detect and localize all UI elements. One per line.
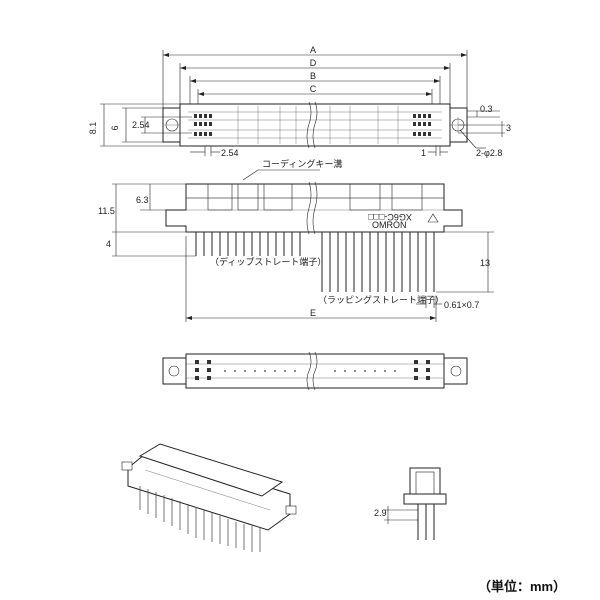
dim-11-5-label: 11.5 [98, 206, 115, 216]
front-view-body [165, 183, 463, 233]
dim-e-label: E [310, 308, 316, 318]
dim-6-label: 6 [110, 125, 120, 130]
dim-4-label: 4 [106, 239, 111, 249]
dim-2-54-a-label: 2.54 [132, 120, 150, 130]
coding-groove-label: コーディングキー溝 [262, 158, 342, 169]
dim-0-3-label: 0.3 [480, 104, 493, 114]
isometric-view [121, 443, 297, 552]
dip-terminal-label: （ディップストレート端子） [210, 256, 326, 267]
dim-0-61-label: 0.61×0.7 [444, 300, 479, 310]
top-view-body [179, 103, 451, 147]
dim-3-label: 3 [506, 123, 511, 133]
dim-8-1-label: 8.1 [88, 122, 98, 135]
dim-a-label: A [310, 45, 316, 55]
dim-13-label: 13 [480, 258, 490, 268]
dim-6-3-label: 6.3 [136, 195, 149, 205]
wrap-terminal-label: （ラッピングストレート端子） [318, 294, 444, 305]
model-marking: XG6C-□□□ [367, 212, 411, 222]
side-view: 2.9 [374, 467, 447, 540]
dim-b-label: B [310, 71, 316, 81]
top-view: A D B C [88, 45, 511, 158]
hole-spec-label: 2-φ2.8 [476, 148, 502, 158]
brand-marking: OMRON [372, 220, 407, 230]
dim-1-label: 1 [421, 148, 426, 158]
dim-d-label: D [310, 58, 317, 68]
unit-label: （単位：mm） [478, 579, 567, 594]
dim-2-54-b-label: 2.54 [221, 148, 239, 158]
bottom-view [162, 351, 468, 391]
dim-2-9-label: 2.9 [374, 508, 387, 518]
front-view: コーディングキー溝 XG6C-□□□ OMRON （デ [98, 158, 494, 322]
dim-c-label: C [310, 84, 317, 94]
